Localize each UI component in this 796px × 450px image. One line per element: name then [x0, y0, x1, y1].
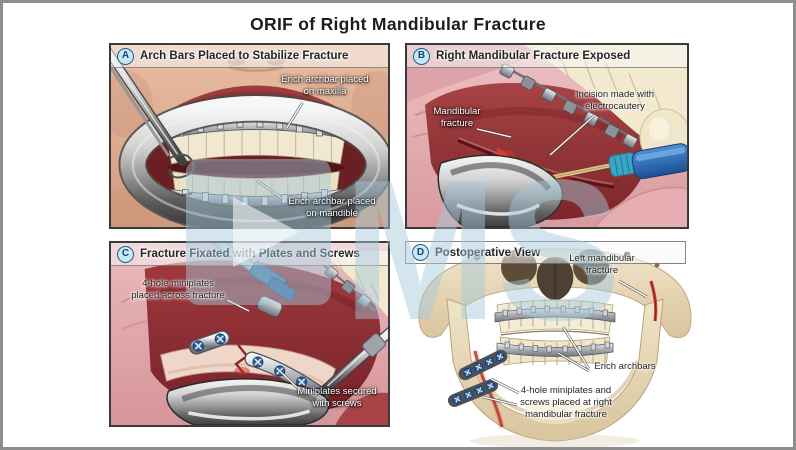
- panel-d-header: D Postoperative View: [405, 241, 686, 264]
- panel-a-header: A Arch Bars Placed to Stabilize Fracture: [111, 45, 388, 68]
- electrocautery-pen: [549, 143, 687, 180]
- callout-incision-electrocautery: Incision made with electrocautery: [575, 89, 655, 112]
- screwdriver: [318, 327, 388, 396]
- callout-archbar-mandible: Erich archbar placed on mandible: [288, 196, 376, 219]
- teeth: [319, 251, 388, 317]
- callout-miniplates-right-fracture: 4-hole miniplates and screws placed at r…: [520, 385, 612, 420]
- callout-left-mandibular-fracture: Left mandibular fracture: [569, 253, 635, 276]
- panel-a: A Arch Bars Placed to Stabilize Fracture…: [109, 43, 390, 229]
- panel-a-letter-badge: A: [117, 47, 134, 65]
- panel-c-title: Fracture Fixated with Plates and Screws: [140, 248, 360, 260]
- archbar-bracket-chain: [322, 264, 376, 312]
- upper-lip: [172, 85, 340, 109]
- page-title: ORIF of Right Mandibular Fracture: [250, 14, 546, 34]
- miniplate-upper: [188, 330, 230, 355]
- panel-b-letter-badge: B: [413, 47, 430, 65]
- panel-c-letter-badge: C: [117, 245, 134, 263]
- callout-erich-archbars: Erich archbars: [594, 361, 656, 372]
- panel-b: B Right Mandibular Fracture Exposed Mand…: [405, 43, 689, 229]
- panel-d-title: Postoperative View: [435, 246, 541, 259]
- panel-c: C Fracture Fixated with Plates and Screw…: [109, 241, 390, 427]
- panel-b-artwork: [407, 45, 687, 227]
- retractor: [437, 154, 564, 227]
- retractor: [166, 378, 330, 425]
- panel-c-artwork: [111, 243, 388, 425]
- callout-miniplates-secured: Miniplates secured with screws: [297, 386, 377, 409]
- panel-b-leader-lines: [476, 113, 596, 157]
- panel-d-letter-badge: D: [412, 244, 429, 261]
- panel-a-artwork: [111, 45, 388, 227]
- callout-miniplates-placed: 4-hole miniplates placed across fracture: [131, 278, 225, 301]
- panel-d: D Postoperative View Left mandibular fra…: [403, 239, 707, 447]
- miniplate-1: [458, 349, 508, 381]
- panel-d-leader-lines: [482, 279, 648, 407]
- panel-b-title: Right Mandibular Fracture Exposed: [436, 50, 631, 62]
- mandible: [446, 298, 664, 442]
- miniplate-2: [447, 379, 499, 407]
- panel-c-leader-lines: [226, 298, 301, 392]
- panel-a-leader-lines: [256, 101, 304, 200]
- panel-a-title: Arch Bars Placed to Stabilize Fracture: [140, 50, 349, 62]
- panel-b-header: B Right Mandibular Fracture Exposed: [407, 45, 687, 68]
- panel-c-header: C Fracture Fixated with Plates and Screw…: [111, 243, 388, 266]
- callout-archbar-maxilla: Erich archbar placed on maxilla: [281, 74, 369, 97]
- callout-mandibular-fracture: Mandibular fracture: [433, 106, 481, 129]
